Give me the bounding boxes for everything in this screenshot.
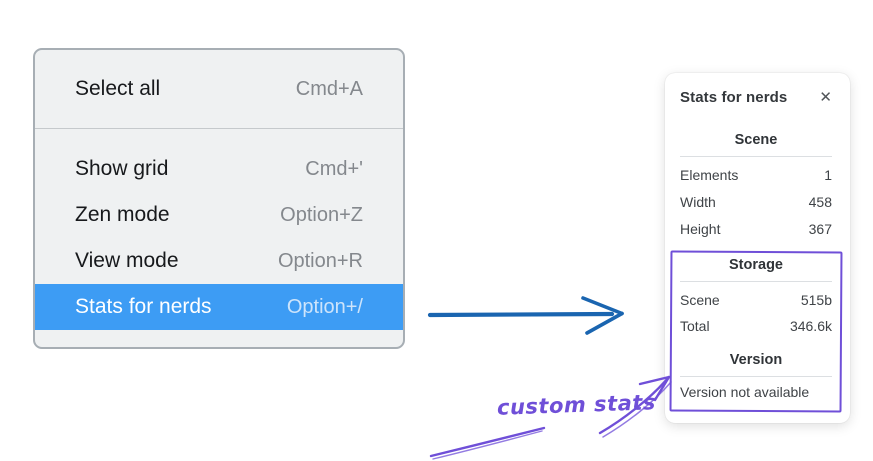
scene-rows: Elements 1 Width 458 Height 367: [680, 162, 832, 243]
section-header-storage: Storage: [729, 257, 783, 273]
menu-item-label: Zen mode: [75, 203, 170, 226]
menu-item-shortcut: Cmd+A: [295, 77, 363, 100]
menu-item-label: View mode: [75, 249, 179, 272]
panel-title: Stats for nerds: [680, 88, 788, 106]
menu-item-select-all[interactable]: Select all Cmd+A: [35, 50, 403, 128]
stats-panel: Stats for nerds ✕ Scene Elements 1 Width…: [665, 73, 850, 423]
menu-item-view-mode[interactable]: View mode Option+R: [35, 238, 403, 284]
menu-item-label: Show grid: [75, 157, 169, 180]
menu-item-show-grid[interactable]: Show grid Cmd+': [35, 146, 403, 192]
menu-group-top: Select all Cmd+A: [35, 50, 403, 128]
section-header-version: Version: [729, 352, 783, 368]
menu-item-label: Select all: [75, 77, 161, 100]
stat-row-elements: Elements 1: [680, 162, 832, 189]
menu-item-zen-mode[interactable]: Zen mode Option+Z: [35, 192, 403, 238]
stat-row-total-size: Total 346.6k: [680, 313, 832, 339]
stat-value: 458: [808, 194, 832, 210]
section-divider: [680, 376, 832, 377]
stat-row-width: Width 458: [680, 189, 832, 216]
section-divider: [680, 281, 832, 282]
close-icon[interactable]: ✕: [819, 88, 832, 106]
section-header-scene: Scene: [734, 132, 778, 148]
stat-label: Width: [680, 194, 716, 210]
stat-row-height: Height 367: [680, 216, 832, 243]
storage-rows: Scene 515b Total 346.6k: [680, 287, 832, 339]
menu-group-main: Show grid Cmd+' Zen mode Option+Z View m…: [35, 129, 403, 330]
menu-item-label: Stats for nerds: [75, 295, 212, 318]
stat-label: Scene: [680, 292, 720, 308]
stat-value: 346.6k: [789, 318, 832, 334]
menu-divider: [35, 128, 403, 129]
stat-value: 515b: [800, 292, 832, 308]
stat-label: Total: [680, 318, 710, 334]
stats-panel-header: Stats for nerds ✕: [680, 88, 832, 106]
menu-item-shortcut: Option+Z: [280, 203, 363, 226]
stat-row-scene-size: Scene 515b: [680, 287, 832, 313]
section-divider: [680, 156, 832, 157]
stat-value: 1: [824, 167, 832, 183]
stat-label: Elements: [680, 167, 739, 183]
menu-item-stats-for-nerds[interactable]: Stats for nerds Option+/: [35, 284, 403, 330]
menu-item-shortcut: Cmd+': [305, 157, 363, 180]
annotation-label: custom stats: [496, 390, 657, 420]
menu-item-shortcut: Option+R: [277, 249, 363, 272]
context-menu: Select all Cmd+A Show grid Cmd+' Zen mod…: [33, 48, 405, 349]
menu-item-shortcut: Option+/: [286, 295, 363, 318]
version-note: Version not available: [680, 384, 810, 400]
stat-value: 367: [808, 221, 832, 237]
stat-label: Height: [680, 221, 721, 237]
